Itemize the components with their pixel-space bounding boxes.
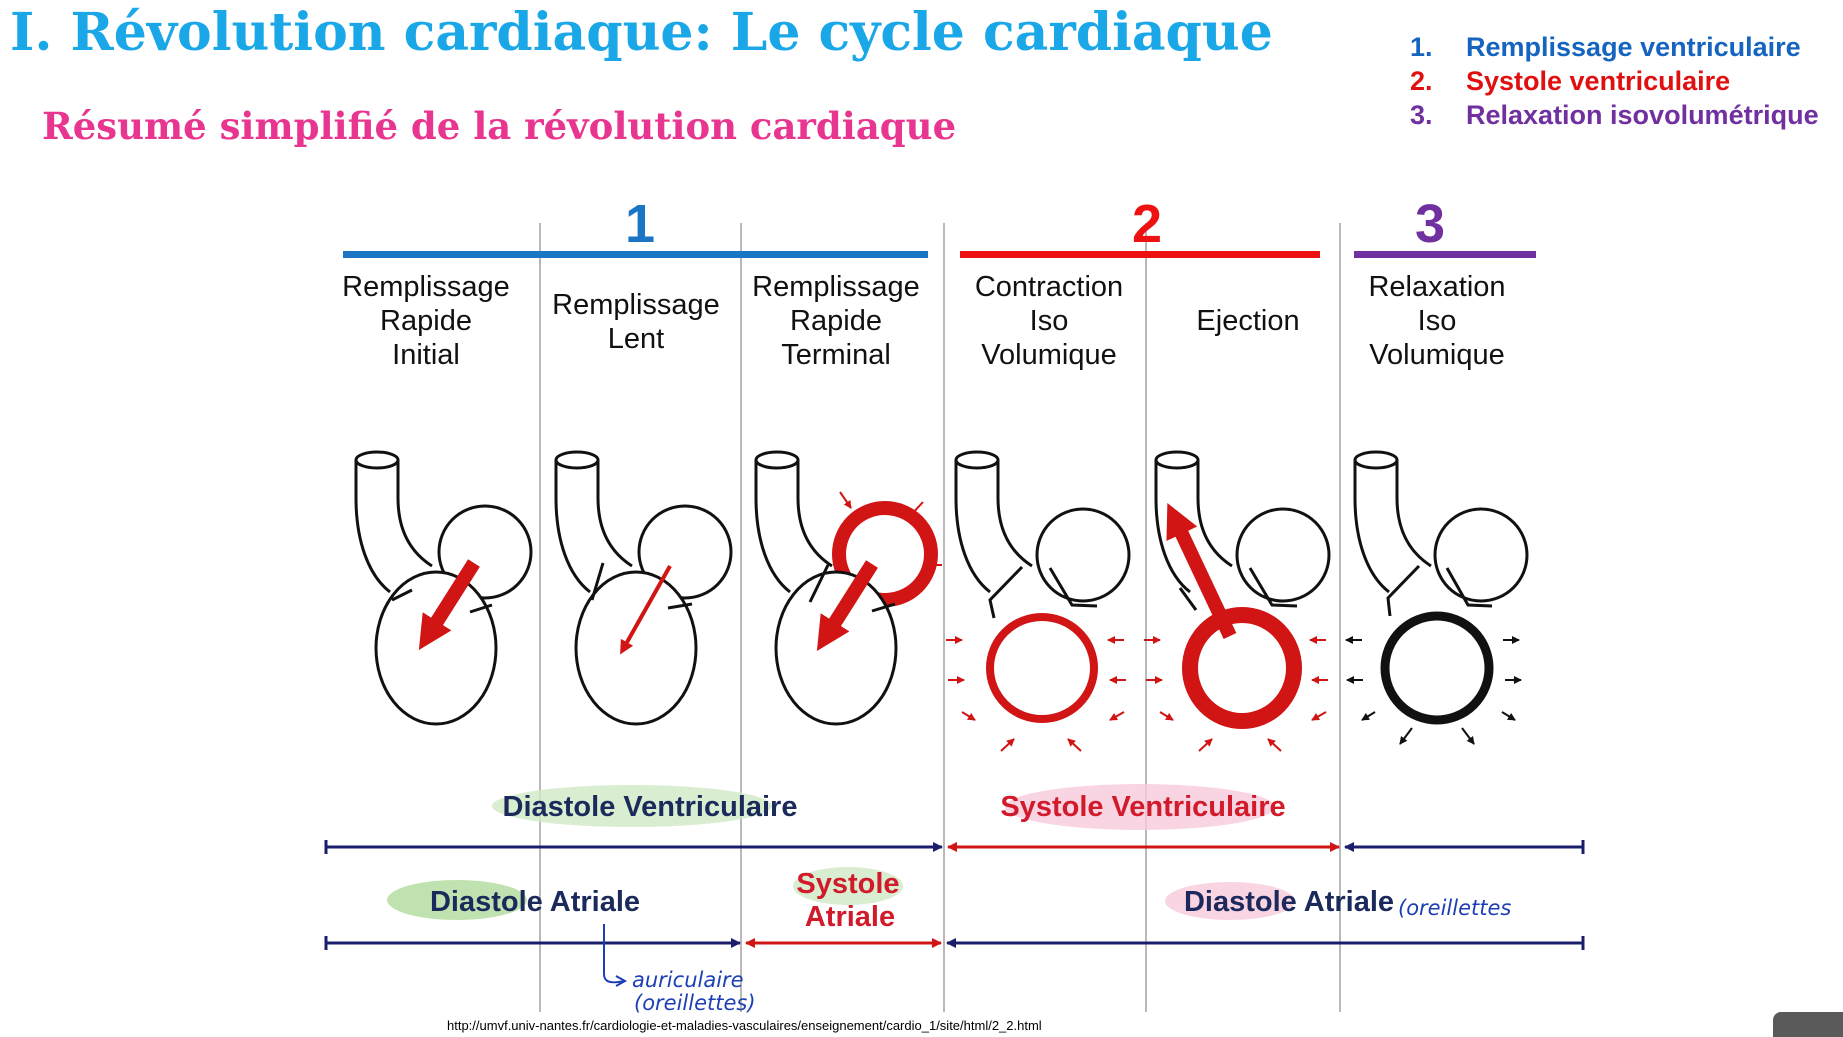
phase-label-remplissage-lent: Remplissage Lent [552, 289, 720, 355]
arrow-icon [961, 711, 976, 721]
group-number-3: 3 [1415, 194, 1445, 254]
phase-label-line: Ejection [1196, 305, 1299, 337]
column-separators [539, 223, 1341, 1012]
arrow-icon [1311, 711, 1327, 721]
flow-arrow-icon [418, 559, 480, 651]
highlight-green [793, 867, 903, 905]
legend-item-remplissage: 1. Remplissage ventriculaire [1410, 30, 1819, 64]
arrow-icon [1461, 727, 1475, 745]
timeline-ventricular [324, 840, 1585, 854]
group-bar-1 [343, 251, 928, 258]
source-url: http://umvf.univ-nantes.fr/cardiologie-e… [447, 1018, 1042, 1033]
phase-label-ejection: Ejection [1196, 305, 1299, 337]
heart-illustration-6 [1345, 450, 1529, 745]
flow-arrow-icon [816, 560, 878, 652]
page-subtitle: Résumé simplifié de la révolution cardia… [42, 104, 957, 148]
arrow-icon [1501, 711, 1516, 721]
phase-label-line: Volumique [1369, 339, 1504, 371]
group-bar-3 [1354, 251, 1536, 258]
handwritten-annotation-auriculaire: auriculaire [632, 968, 744, 992]
legend-label: Relaxation isovolumétrique [1466, 100, 1819, 130]
heart-illustration-1 [354, 450, 533, 726]
phase-label-line: Terminal [781, 339, 891, 371]
highlight-pink [1005, 784, 1275, 830]
arrow-icon [1267, 738, 1282, 752]
phase-label-line: Remplissage [552, 289, 720, 321]
highlight-green [492, 785, 772, 827]
page-title: I. Révolution cardiaque: Le cycle cardia… [10, 2, 1273, 63]
systole-atriale-label: Systole [796, 868, 899, 900]
arrow-icon [1000, 738, 1015, 752]
diastole-atriale-right-label: Diastole Atriale [1184, 886, 1394, 918]
slide-control-tab[interactable] [1773, 1012, 1843, 1037]
legend-number: 2. [1410, 66, 1433, 96]
phase-label-line: Relaxation [1368, 271, 1505, 303]
handwritten-pointer [603, 924, 625, 984]
legend-label: Remplissage ventriculaire [1466, 32, 1801, 62]
phase-label-line: Iso [1418, 305, 1457, 337]
flow-arrow-icon [620, 565, 672, 655]
arrow-icon [1399, 727, 1413, 745]
heart-illustration-2 [554, 450, 733, 726]
legend-item-systole: 2. Systole ventriculaire [1410, 64, 1819, 98]
phase-label-line: Rapide [380, 305, 472, 337]
diastole-ventriculaire-label: Diastole Ventriculaire [503, 791, 798, 823]
phase-label-line: Lent [608, 323, 664, 355]
legend-number: 3. [1410, 100, 1433, 130]
diastole-atriale-left-label: Diastole Atriale [430, 886, 640, 918]
phase-label-remplissage-rapide-initial: Remplissage Rapide Initial [342, 271, 510, 371]
highlight-green [387, 880, 527, 920]
phase-label-line: Contraction [975, 271, 1123, 303]
systole-atriale-label: Atriale [805, 901, 895, 933]
arrow-icon [1159, 711, 1174, 721]
group-bar-2 [960, 251, 1320, 258]
arrow-icon [839, 491, 852, 509]
phase-legend: 1. Remplissage ventriculaire 2. Systole ve… [1410, 30, 1819, 132]
phase-label-contraction-iso-volumique: Contraction Iso Volumique [975, 271, 1123, 371]
phase-label-relaxation-iso-volumique: Relaxation Iso Volumique [1368, 271, 1505, 371]
phase-label-line: Iso [1030, 305, 1069, 337]
flow-arrow-icon [1166, 503, 1237, 639]
legend-item-relaxation: 3. Relaxation isovolumétrique [1410, 98, 1819, 132]
handwritten-pointer [615, 975, 628, 987]
handwritten-annotation-oreillettes: (oreillettes [1398, 896, 1511, 920]
arrow-icon [1067, 738, 1082, 752]
arrow-icon [909, 501, 924, 517]
phase-label-line: Initial [392, 339, 460, 371]
heart-illustration-5 [1144, 450, 1331, 752]
legend-label: Systole ventriculaire [1466, 66, 1731, 96]
phase-label-line: Rapide [790, 305, 882, 337]
arrow-icon [1198, 738, 1213, 752]
timeline-atrial [324, 936, 1585, 950]
group-number-1: 1 [625, 194, 655, 254]
phase-label-line: Remplissage [342, 271, 510, 303]
arrow-icon [1109, 711, 1125, 721]
heart-illustration-3 [754, 450, 942, 726]
group-number-2: 2 [1132, 194, 1162, 254]
systole-ventriculaire-label: Systole Ventriculaire [1000, 791, 1285, 823]
phase-label-line: Volumique [981, 339, 1116, 371]
phase-label-remplissage-rapide-terminal: Remplissage Rapide Terminal [752, 271, 920, 371]
arrow-icon [1361, 711, 1376, 721]
heart-illustration-4 [946, 450, 1131, 752]
phase-label-line: Remplissage [752, 271, 920, 303]
handwritten-annotation-oreillettes-2: (oreillettes) [634, 991, 756, 1015]
legend-number: 1. [1410, 32, 1433, 62]
highlight-pink [1165, 882, 1295, 920]
